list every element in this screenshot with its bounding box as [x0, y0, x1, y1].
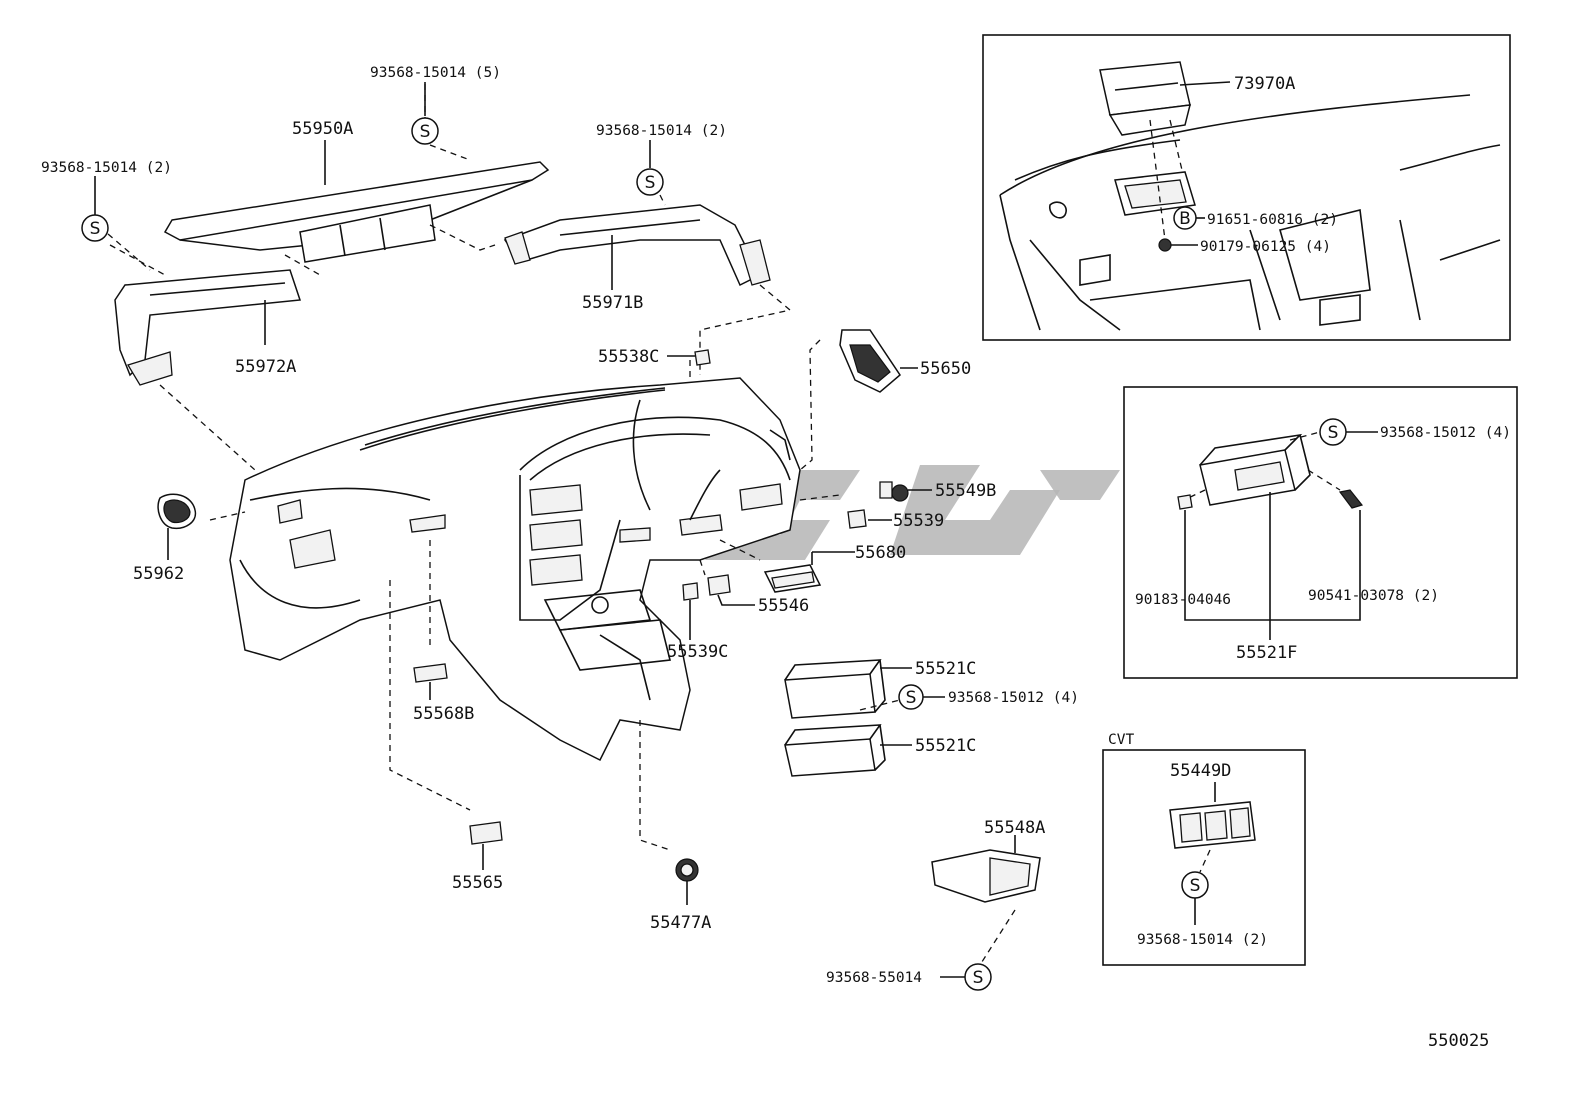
- part-55565: [469, 821, 503, 870]
- label-93568-15012-4-inset: 93568-15012 (4): [1380, 425, 1511, 441]
- part-55680: [763, 551, 855, 593]
- label-55521C-bottom: 55521C: [915, 736, 976, 756]
- svg-text:S: S: [1190, 876, 1201, 896]
- part-55546: [707, 574, 755, 606]
- label-55962: 55962: [133, 564, 184, 584]
- part-55521C-bottom: [784, 724, 912, 777]
- label-cvt: CVT: [1108, 732, 1134, 748]
- label-90541-03078: 90541-03078 (2): [1308, 588, 1439, 604]
- label-93568-15012-4-mid: 93568-15012 (4): [948, 690, 1079, 706]
- duct-55972A: [109, 244, 321, 471]
- label-93568-15014-5: 93568-15014 (5): [370, 65, 501, 81]
- label-90183-04046: 90183-04046: [1135, 592, 1231, 608]
- svg-text:S: S: [973, 968, 984, 988]
- label-55971B: 55971B: [582, 293, 643, 313]
- label-55477A: 55477A: [650, 913, 711, 933]
- symbol-s-left: [81, 214, 109, 242]
- label-55950A: 55950A: [292, 119, 353, 139]
- part-55538C: [667, 349, 711, 366]
- symbol-s-center: [636, 168, 664, 196]
- symbol-s-top: [411, 117, 439, 145]
- label-93568-55014: 93568-55014: [826, 970, 922, 986]
- part-55650: [839, 329, 918, 393]
- label-55565: 55565: [452, 873, 503, 893]
- inset-ashtray: B: [982, 34, 1511, 341]
- svg-text:S: S: [90, 219, 101, 239]
- duct-55971B: [503, 194, 792, 375]
- inset-cvt: S: [1102, 749, 1306, 966]
- label-55521C-top: 55521C: [915, 659, 976, 679]
- part-55539C: [682, 582, 699, 640]
- part-55521C-top: [784, 659, 912, 719]
- label-90179-06125: 90179-06125 (4): [1200, 239, 1331, 255]
- label-55568B: 55568B: [413, 704, 474, 724]
- part-55477A: [675, 858, 699, 905]
- label-55680: 55680: [855, 543, 906, 563]
- instrument-panel: [229, 377, 801, 762]
- label-91651-60816: 91651-60816 (2): [1207, 212, 1338, 228]
- label-55972A: 55972A: [235, 357, 296, 377]
- label-55449D: 55449D: [1170, 761, 1231, 781]
- svg-text:S: S: [1328, 423, 1339, 443]
- inset-55521F: S: [1123, 386, 1518, 679]
- label-55539C: 55539C: [667, 642, 728, 662]
- label-93568-15014-2-center: 93568-15014 (2): [596, 123, 727, 139]
- label-55548A: 55548A: [984, 818, 1045, 838]
- label-55546: 55546: [758, 596, 809, 616]
- label-55650: 55650: [920, 359, 971, 379]
- svg-text:S: S: [420, 122, 431, 142]
- label-55521F: 55521F: [1236, 643, 1297, 663]
- svg-text:S: S: [645, 173, 656, 193]
- part-55539: [847, 509, 892, 529]
- svg-text:S: S: [906, 688, 917, 708]
- label-55538C: 55538C: [598, 347, 659, 367]
- part-55548A: [931, 835, 1041, 966]
- part-55568B: [413, 663, 448, 700]
- label-93568-15014-2-left: 93568-15014 (2): [41, 160, 172, 176]
- label-93568-15014-2-cvt: 93568-15014 (2): [1137, 932, 1268, 948]
- label-55549B: 55549B: [935, 481, 996, 501]
- label-55539: 55539: [893, 511, 944, 531]
- duct-55950A: [163, 84, 550, 263]
- part-55549B: [879, 481, 932, 502]
- part-55962: [157, 493, 197, 560]
- diagram-id: 550025: [1428, 1031, 1489, 1051]
- symbol-b-label: B: [1179, 209, 1191, 229]
- label-73970A: 73970A: [1234, 74, 1295, 94]
